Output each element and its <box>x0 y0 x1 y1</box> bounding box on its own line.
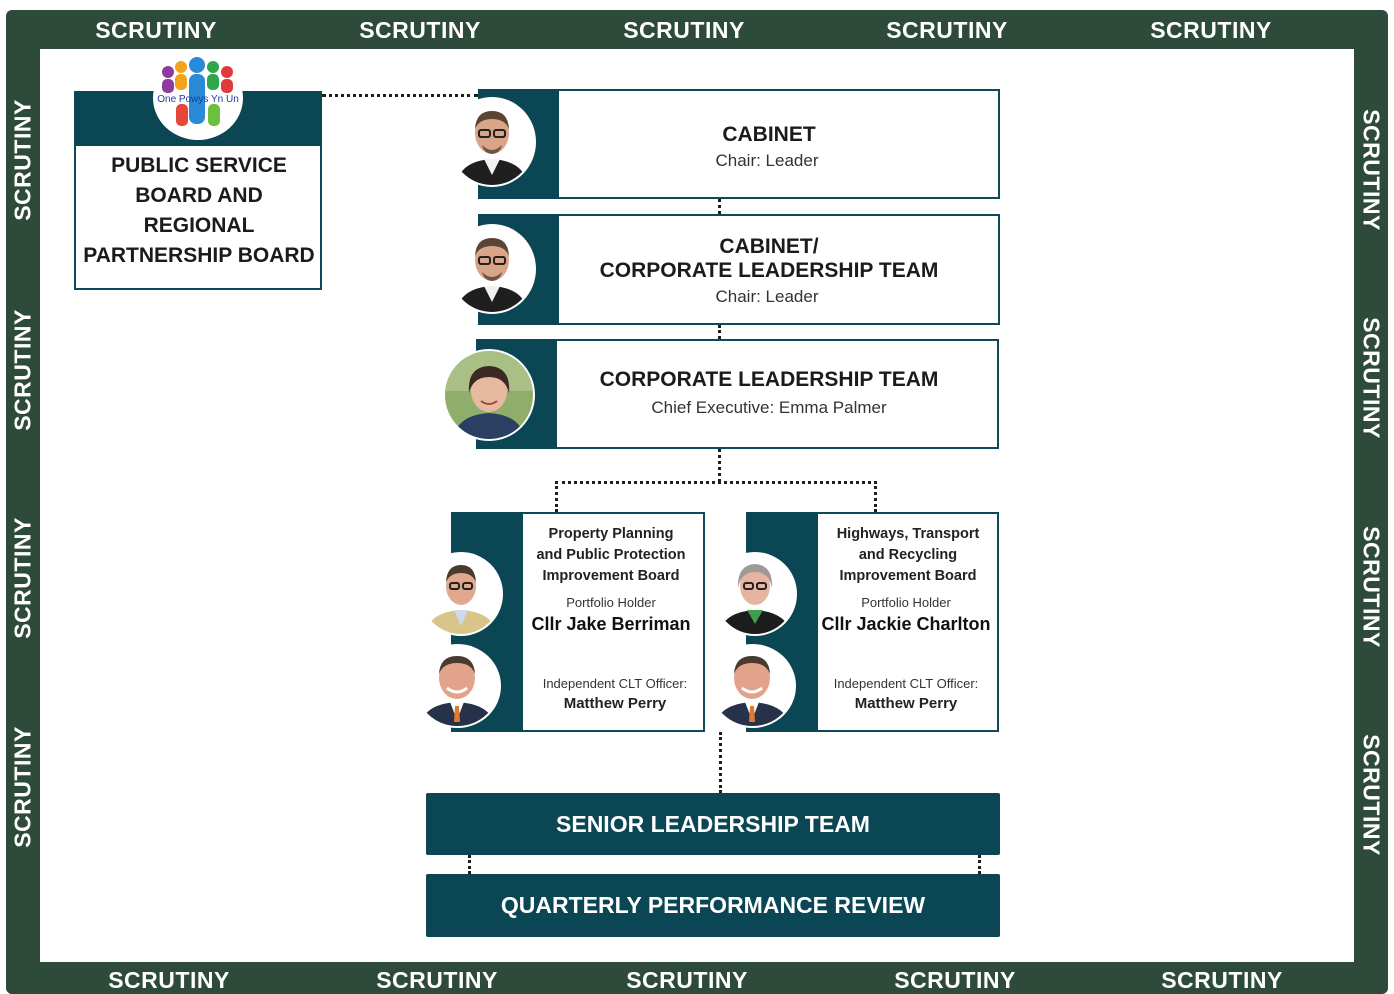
scrutiny-label-left-4: SCRUTINY <box>9 726 36 848</box>
board-right-title-line-1: Highways, Transport <box>836 526 980 542</box>
scrutiny-label-top-2: SCRUTINY <box>359 17 481 43</box>
board-right-title: Highways, Transport and Recycling Improv… <box>818 524 998 587</box>
connector-psb-cabinet <box>322 94 478 97</box>
scrutiny-label-bottom-1: SCRUTINY <box>108 967 230 993</box>
cabinet-clt-title-line-2: CORPORATE LEADERSHIP TEAM <box>599 259 939 282</box>
connector-cabinet-clt-clt <box>718 325 721 339</box>
board-right-title-line-3: Improvement Board <box>839 568 977 584</box>
scrutiny-label-bottom-3: SCRUTINY <box>626 967 748 993</box>
psb-title-line-1: PUBLIC SERVICE <box>111 154 287 177</box>
scrutiny-label-bottom-2: SCRUTINY <box>376 967 498 993</box>
connector-boards-slt <box>719 732 722 793</box>
scrutiny-label-right-2: SCRUTINY <box>1358 317 1385 439</box>
connector-cabinet-cabinet-clt <box>718 199 721 214</box>
chief-executive-photo-avatar <box>445 351 533 439</box>
connector-slt-qpr-left <box>468 855 471 874</box>
cabinet-title: CABINET <box>722 123 816 146</box>
board-left-title-line-3: Improvement Board <box>542 568 680 584</box>
scrutiny-label-left-2: SCRUTINY <box>9 309 36 431</box>
psb-title-line-2: BOARD AND <box>135 184 263 207</box>
board-right-officer-name: Matthew Perry <box>854 695 958 712</box>
board-right-title-line-2: and Recycling <box>858 547 958 563</box>
jake-berriman-photo-avatar <box>421 554 501 634</box>
board-right-portfolio-label: Portfolio Holder <box>861 595 951 610</box>
matthew-perry-photo-avatar-left <box>416 646 499 726</box>
connector-clt-boards <box>718 449 721 482</box>
psb-title-line-4: PARTNERSHIP BOARD <box>83 244 315 267</box>
connector-boards-horizontal <box>555 481 877 484</box>
cabinet-clt-chair: Chair: Leader <box>715 287 819 306</box>
psb-title-line-3: REGIONAL <box>143 214 255 237</box>
scrutiny-label-right-3: SCRUTINY <box>1358 526 1385 648</box>
board-right-officer-label: Independent CLT Officer: <box>833 676 979 691</box>
senior-leadership-team-banner: SENIOR LEADERSHIP TEAM <box>426 793 1000 855</box>
matthew-perry-photo-avatar-right <box>711 646 794 726</box>
board-left-title-line-1: Property Planning <box>548 526 674 542</box>
cabinet-chair: Chair: Leader <box>715 151 819 170</box>
scrutiny-label-bottom-5: SCRUTINY <box>1161 967 1283 993</box>
connector-board-left <box>555 481 558 512</box>
leader-photo-avatar-2 <box>450 226 534 312</box>
one-powys-logo <box>153 56 243 140</box>
scrutiny-label-left-1: SCRUTINY <box>9 99 36 221</box>
scrutiny-label-right-4: SCRUTINY <box>1358 734 1385 856</box>
jackie-charlton-photo-avatar <box>715 554 795 634</box>
board-left-title: Property Planning and Public Protection … <box>523 524 699 587</box>
psb-box <box>74 146 322 290</box>
connector-slt-qpr-right <box>978 855 981 874</box>
clt-box <box>476 339 999 449</box>
board-left-title-line-2: and Public Protection <box>536 547 686 563</box>
scrutiny-label-top-5: SCRUTINY <box>1150 17 1272 43</box>
cabinet-clt-title-line-1: CABINET/ <box>719 235 819 258</box>
board-left-officer-name: Matthew Perry <box>563 695 667 712</box>
quarterly-performance-review-banner: QUARTERLY PERFORMANCE REVIEW <box>426 874 1000 937</box>
scrutiny-label-left-3: SCRUTINY <box>9 517 36 639</box>
scrutiny-label-top-4: SCRUTINY <box>886 17 1008 43</box>
scrutiny-label-top-3: SCRUTINY <box>623 17 745 43</box>
scrutiny-label-top-1: SCRUTINY <box>95 17 217 43</box>
board-left-portfolio-label: Portfolio Holder <box>566 595 656 610</box>
board-left-officer-label: Independent CLT Officer: <box>542 676 688 691</box>
cabinet-box <box>478 89 1000 199</box>
clt-chief-executive: Chief Executive: Emma Palmer <box>651 398 887 417</box>
scrutiny-label-bottom-4: SCRUTINY <box>894 967 1016 993</box>
psb-title: PUBLIC SERVICE BOARD AND REGIONAL PARTNE… <box>74 151 324 271</box>
cabinet-clt-box <box>478 214 1000 325</box>
board-right-portfolio-name: Cllr Jackie Charlton <box>821 614 991 634</box>
board-left-portfolio-name: Cllr Jake Berriman <box>531 614 691 634</box>
leader-photo-avatar <box>450 99 534 185</box>
logo-text: One Powys Yn Un <box>157 94 239 105</box>
connector-board-right <box>874 481 877 512</box>
scrutiny-label-right-1: SCRUTINY <box>1358 109 1385 231</box>
clt-title: CORPORATE LEADERSHIP TEAM <box>599 368 939 391</box>
